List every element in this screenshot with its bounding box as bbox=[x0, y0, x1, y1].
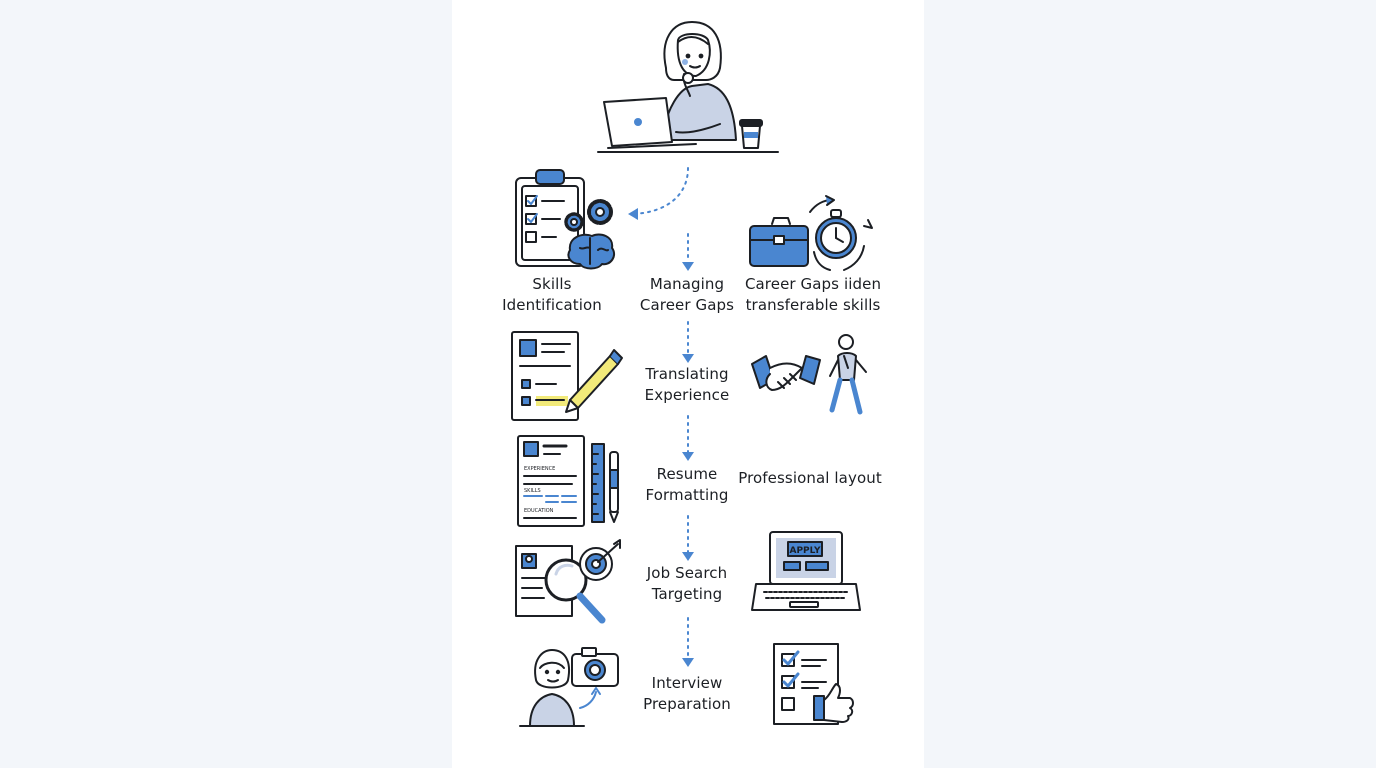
side-note-1-line2: transferable skills bbox=[745, 296, 881, 314]
step-translating-line1: Translating bbox=[645, 365, 729, 383]
woman-portrait-icon bbox=[519, 649, 585, 727]
toolbox-icon bbox=[749, 217, 809, 267]
magnifier-icon bbox=[515, 545, 606, 624]
step-skills-identification: Skills Identification bbox=[502, 274, 602, 316]
step-interview-line1: Interview bbox=[651, 674, 723, 692]
woman-at-laptop-icon bbox=[597, 21, 779, 153]
handshake-icon bbox=[751, 355, 821, 391]
step-skills-line2: Identification bbox=[502, 296, 602, 314]
step-job-search-targeting: Job Search Targeting bbox=[647, 563, 727, 605]
step-interview-line2: Preparation bbox=[643, 695, 731, 713]
checklist-thumbs-up-icon bbox=[773, 643, 854, 725]
infographic-illustration: EXPERIENCE SKILLS EDUCATION bbox=[511, 21, 873, 727]
resume-document-icon: EXPERIENCE SKILLS EDUCATION bbox=[517, 435, 585, 527]
step-jobsearch-line1: Job Search bbox=[646, 564, 728, 582]
side-note-professional-layout: Professional layout bbox=[738, 468, 882, 489]
section-education: EDUCATION bbox=[524, 508, 554, 514]
walking-person-icon bbox=[829, 334, 867, 415]
step-interview-preparation: Interview Preparation bbox=[643, 673, 731, 715]
step-gaps-line2: Career Gaps bbox=[639, 296, 735, 314]
step-resume-line1: Resume bbox=[656, 465, 718, 483]
step-managing-career-gaps: Managing Career Gaps bbox=[640, 274, 734, 316]
curved-flow-arrow bbox=[628, 167, 689, 220]
step-resume-formatting: Resume Formatting bbox=[646, 464, 729, 506]
side-note-1-line1: Career Gaps iiden bbox=[744, 275, 882, 293]
step-gaps-line1: Managing bbox=[649, 275, 725, 293]
step-resume-line2: Formatting bbox=[645, 486, 729, 504]
step-translating-experience: Translating Experience bbox=[645, 364, 730, 406]
target-icon bbox=[579, 539, 621, 581]
step-skills-line1: Skills bbox=[532, 275, 572, 293]
side-note-2-line1: Professional layout bbox=[738, 469, 882, 487]
ruler-icon bbox=[591, 443, 605, 523]
gears-icon bbox=[564, 199, 613, 232]
resume-pencil-icon bbox=[511, 331, 623, 421]
section-skills: SKILLS bbox=[524, 488, 541, 494]
pen-icon bbox=[609, 451, 619, 523]
laptop-screen-text: APPLY bbox=[789, 546, 820, 556]
laptop-apply-icon: APPLY bbox=[751, 531, 861, 611]
step-translating-line2: Experience bbox=[644, 386, 730, 404]
brain-icon bbox=[567, 233, 616, 270]
stopwatch-icon bbox=[809, 195, 873, 271]
side-note-transferable-skills: Career Gaps iiden transferable skills bbox=[745, 274, 881, 316]
camera-icon bbox=[571, 647, 619, 709]
infographic-panel: EXPERIENCE SKILLS EDUCATION bbox=[452, 0, 924, 768]
step-jobsearch-line2: Targeting bbox=[651, 585, 723, 603]
section-experience: EXPERIENCE bbox=[524, 466, 555, 472]
